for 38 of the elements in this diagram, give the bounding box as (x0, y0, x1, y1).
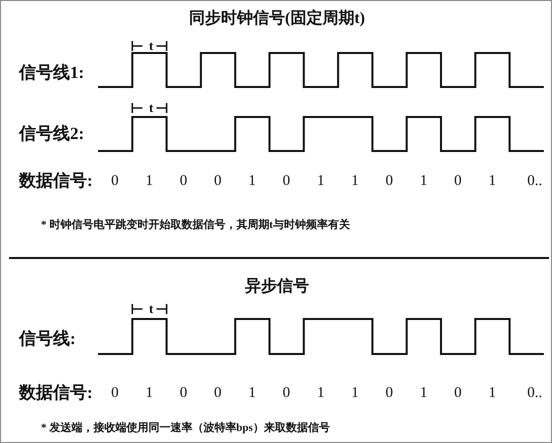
bit-value: 0 (180, 174, 188, 189)
footnote: * 发送端，接收端使用同一速率（波特率bps）来取数据信号 (41, 423, 330, 434)
bit-value: 0.. (527, 386, 542, 401)
bit-value: 1 (351, 386, 359, 401)
bit-value: 1 (316, 386, 324, 401)
signal-line-label: 信号线1: (19, 64, 84, 81)
bit-value: 1 (145, 386, 153, 401)
bit-value: 1 (248, 386, 256, 401)
bit-value: 1 (488, 174, 496, 189)
bit-value: 1 (420, 386, 428, 401)
bit-value: 1 (316, 174, 324, 189)
bit-value: 0 (214, 386, 222, 401)
bit-value: 0 (386, 386, 394, 401)
footnote: * 时钟信号电平跳变时开始取数据信号，其周期t与时钟频率有关 (41, 220, 350, 231)
bit-value: 1 (145, 174, 153, 189)
bit-value: 0 (111, 386, 119, 401)
period-label: t (149, 101, 154, 114)
bit-value: 0 (214, 174, 222, 189)
bit-value: 1 (351, 174, 359, 189)
bit-value: 0 (111, 174, 119, 189)
period-label: t (149, 39, 154, 52)
signal-line-label: 信号线: (19, 330, 76, 347)
bit-value: 0 (282, 386, 290, 401)
bit-value: 0 (386, 174, 394, 189)
section-heading: 同步时钟信号(固定周期t) (189, 11, 365, 27)
bit-value: 1 (488, 386, 496, 401)
bit-value: 0 (282, 174, 290, 189)
data-signal-label: 数据信号: (19, 172, 93, 189)
bit-value: 0 (454, 174, 462, 189)
bit-value: 0 (454, 386, 462, 401)
section-heading: 异步信号 (245, 279, 309, 295)
bit-value: 1 (248, 174, 256, 189)
signal-line-label: 信号线2: (19, 125, 84, 142)
data-signal-label: 数据信号: (19, 384, 93, 401)
bit-value: 1 (420, 174, 428, 189)
bit-value: 0.. (527, 174, 542, 189)
period-label: t (149, 302, 154, 315)
bit-value: 0 (180, 386, 188, 401)
